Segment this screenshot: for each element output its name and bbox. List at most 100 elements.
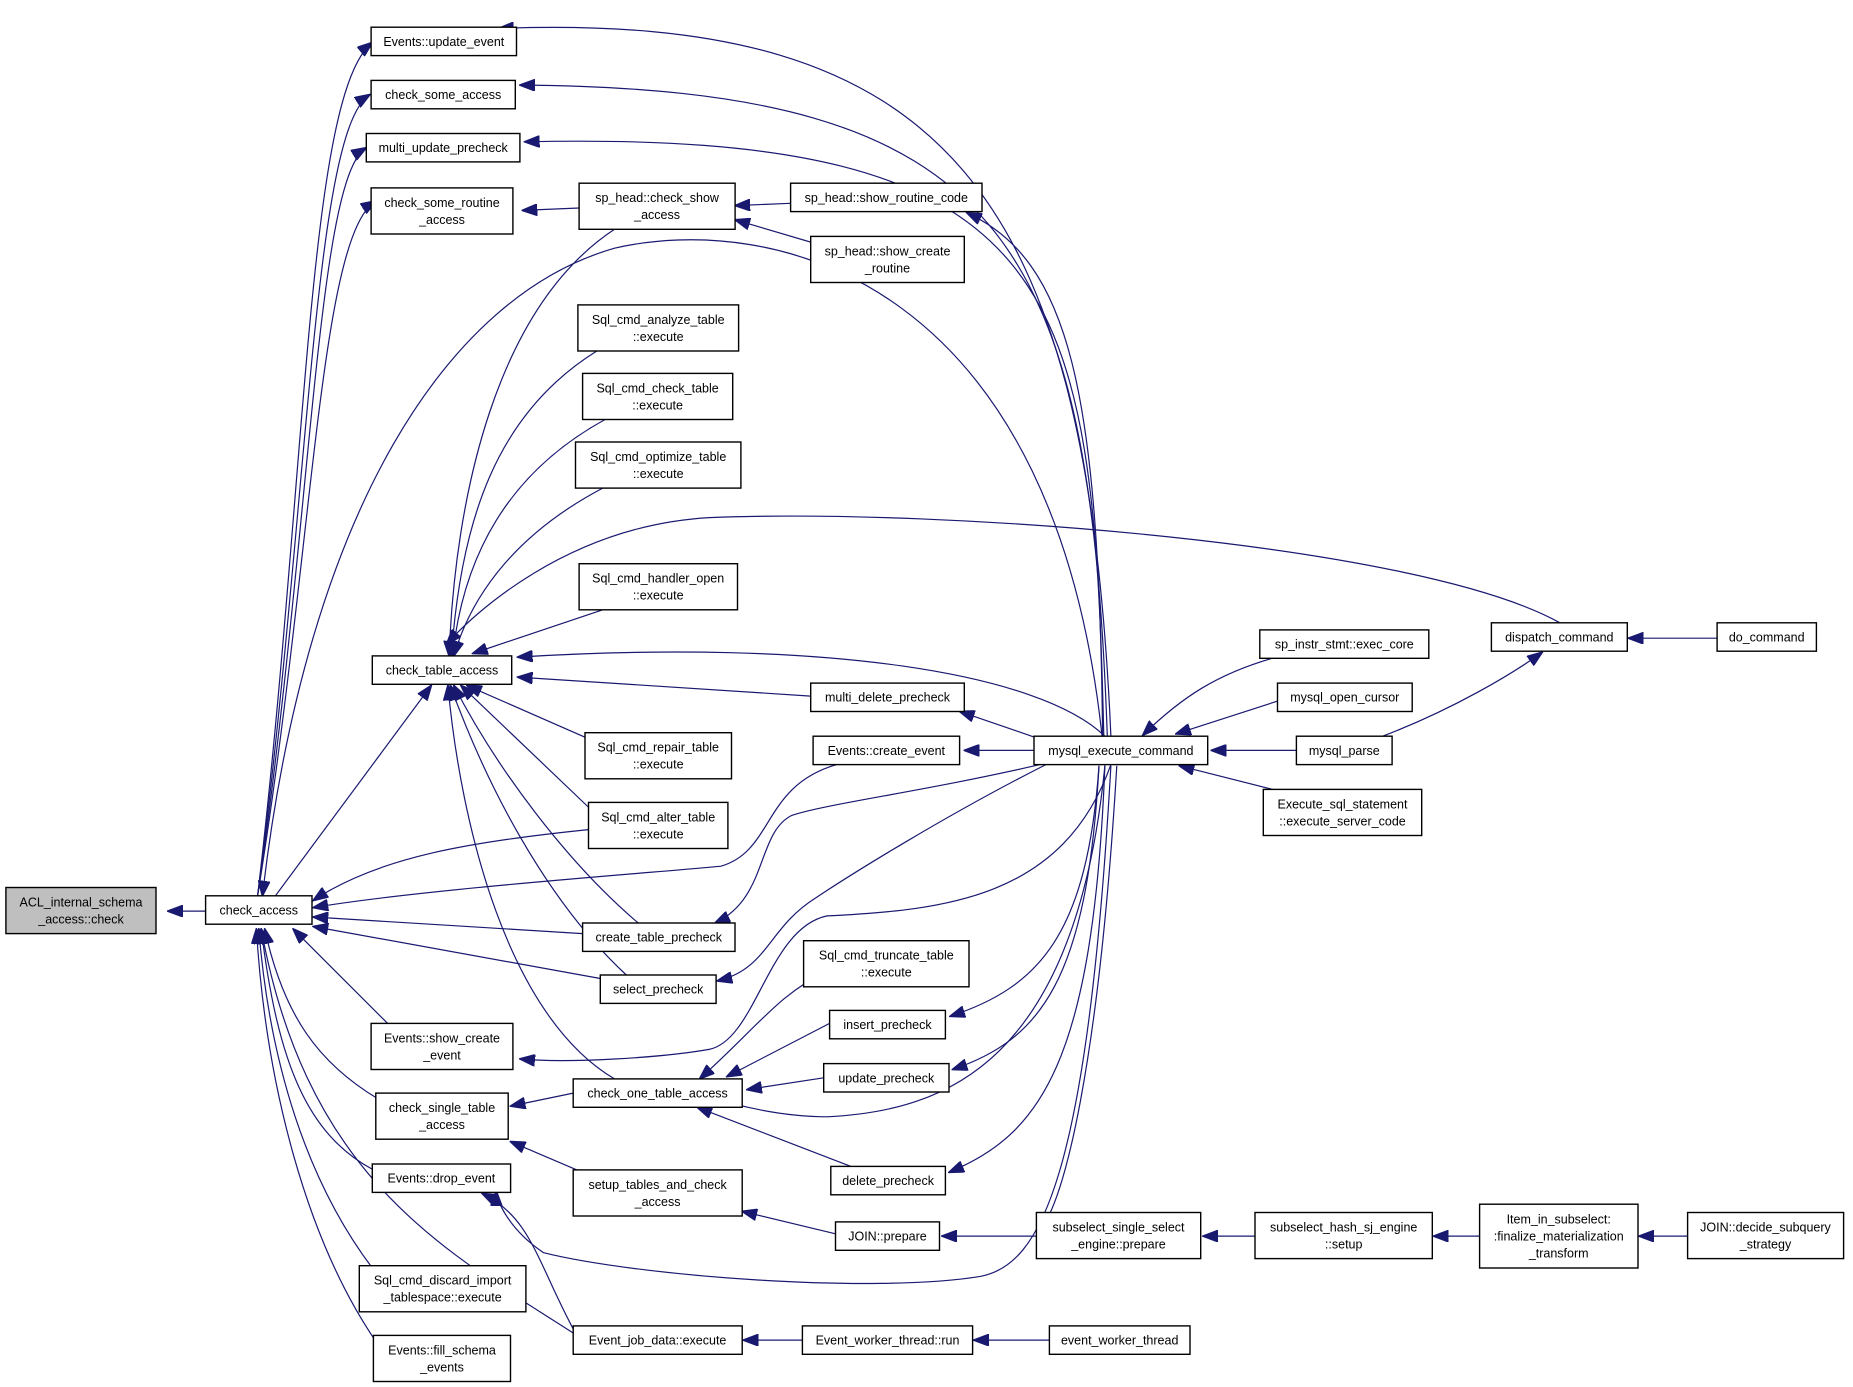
node-alt[interactable]: Sql_cmd_alter_table::execute [587,801,729,850]
node-label-line: check_single_table [389,1101,495,1115]
node-shc_ev[interactable]: Events::show_create_event [370,1022,514,1071]
node-hdl[interactable]: Sql_cmd_handler_open::execute [578,563,739,611]
node-moc[interactable]: mysql_open_cursor [1276,682,1413,713]
node-box [830,1165,947,1196]
node-esql[interactable]: Execute_sql_statement::execute_server_co… [1262,788,1423,837]
node-iins[interactable]: Item_in_subselect::finalize_materializat… [1478,1203,1639,1269]
node-delp[interactable]: delete_precheck [830,1165,947,1196]
node-updp[interactable]: update_precheck [823,1062,950,1093]
node-trn[interactable]: Sql_cmd_truncate_table::execute [802,940,970,988]
edge-esql-to-mec [1179,766,1283,793]
node-ctp[interactable]: create_table_precheck [581,922,736,953]
node-stca[interactable]: setup_tables_and_check_access [572,1169,743,1217]
node-ewt[interactable]: event_worker_thread [1048,1325,1191,1356]
edge-shc_ev-to-ca [293,929,391,1027]
edge-line [451,350,598,656]
edge-line [257,43,373,896]
node-jdss[interactable]: JOIN::decide_subquery_strategy [1686,1211,1845,1260]
node-label-line: sp_instr_stmt::exec_core [1275,638,1414,652]
node-label-line: _transform [1528,1247,1589,1261]
node-label-line: _strategy [1739,1238,1792,1252]
edge-line [262,239,1106,896]
edge-moc-to-mec [1176,699,1283,734]
node-mec[interactable]: mysql_execute_command [1033,735,1209,766]
edge-line [1179,766,1283,793]
node-cta[interactable]: check_table_access [371,655,513,686]
node-box [1259,629,1430,660]
edge-line [518,677,811,697]
node-fse[interactable]: Events::fill_schema_events [372,1334,512,1383]
node-drp_ev[interactable]: Events::drop_event [371,1163,512,1194]
edge-line [1382,652,1543,737]
node-spsrc[interactable]: sp_head::show_routine_code [789,182,983,213]
node-ewtr[interactable]: Event_worker_thread::run [801,1325,974,1356]
edge-mec-to-spsrc [967,213,1104,737]
edge-mec-to-cota [697,765,1106,1118]
node-disc[interactable]: Sql_cmd_discard_import_tablespace::execu… [358,1264,527,1313]
edge-line [727,1022,830,1076]
node-csa[interactable]: check_some_access [370,79,517,110]
node-jprep[interactable]: JOIN::prepare [834,1221,941,1252]
node-box [358,1264,527,1313]
node-box [370,79,517,110]
node-mdp[interactable]: multi_delete_precheck [810,682,966,713]
node-cota[interactable]: check_one_table_access [572,1078,743,1109]
node-chk[interactable]: Sql_cmd_check_table::execute [581,372,734,421]
node-box [1490,622,1629,652]
node-upd_ev[interactable]: Events::update_event [370,26,518,57]
edge-line [950,765,1100,1017]
edge-line [454,487,603,656]
node-box [365,132,521,163]
edge-line [257,95,370,896]
edge-line [257,201,376,896]
node-box [372,1334,512,1383]
node-box [1276,682,1413,713]
node-box [587,801,729,850]
node-label-line: sp_head::show_routine_code [805,191,968,205]
node-label-line: mysql_execute_command [1048,744,1193,758]
edge-spis-to-mec [1143,656,1277,735]
node-sssep[interactable]: subselect_single_select_engine::prepare [1035,1211,1202,1260]
node-ca[interactable]: check_access [204,895,313,925]
node-spis[interactable]: sp_instr_stmt::exec_core [1259,629,1430,660]
node-selp[interactable]: select_precheck [599,974,717,1005]
node-docmd[interactable]: do_command [1716,622,1818,652]
edge-line [520,764,1112,1061]
node-box [584,732,733,780]
node-shsj[interactable]: subselect_hash_sj_engine::setup [1254,1211,1434,1260]
node-label-line: Events::fill_schema [388,1343,496,1357]
node-acl[interactable]: ACL_internal_schema_access::check [5,886,157,935]
edge-rep-to-cta [467,685,592,741]
node-spcsa[interactable]: sp_head::check_show_access [578,182,736,230]
node-label-line: Sql_cmd_alter_table [601,811,715,825]
node-label-line: delete_precheck [842,1174,934,1188]
node-label-line: Events::drop_event [388,1172,496,1186]
edge-line [259,929,373,1269]
node-csra[interactable]: check_some_routine_access [370,187,514,235]
edge-chk-to-cta [453,418,606,656]
edge-updp-to-cota [747,1077,824,1090]
edge-anl-to-cta [451,350,598,656]
edge-line [697,765,1106,1118]
node-label-line: mysql_open_cursor [1290,691,1399,705]
edge-line [467,685,592,741]
edge-jprep-to-stca [742,1211,836,1235]
node-label-line: Events::create_event [828,744,946,758]
node-rep[interactable]: Sql_cmd_repair_table::execute [584,732,733,780]
edge-line [525,141,1105,737]
node-label-line: JOIN::prepare [848,1230,927,1244]
node-opt[interactable]: Sql_cmd_optimize_table::execute [574,441,742,489]
node-box [572,1325,743,1356]
node-csta[interactable]: check_single_table_access [375,1092,509,1140]
node-spscr[interactable]: sp_head::show_create_routine [810,235,966,284]
edge-cota-to-cta [448,685,615,1080]
node-insp[interactable]: insert_precheck [828,1009,947,1040]
node-ejd[interactable]: Event_job_data::execute [572,1325,743,1356]
node-mpar[interactable]: mysql_parse [1295,735,1393,766]
node-mup[interactable]: multi_update_precheck [365,132,521,163]
node-anl[interactable]: Sql_cmd_analyze_table::execute [577,304,740,352]
node-cre_ev[interactable]: Events::create_event [812,735,961,766]
node-disp[interactable]: dispatch_command [1490,622,1629,652]
node-box [802,940,970,988]
